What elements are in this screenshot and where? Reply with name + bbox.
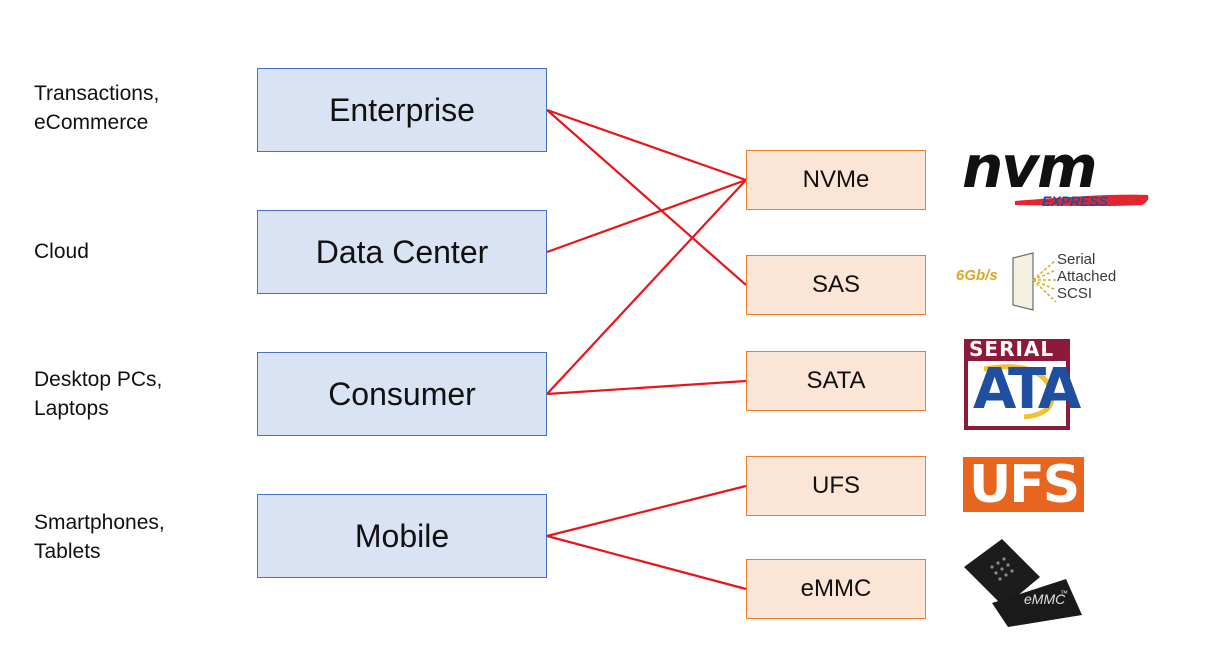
sas-logo-line1: Serial bbox=[1057, 251, 1096, 268]
nvm-express-logo-icon: nvm EXPRESS bbox=[960, 133, 1155, 218]
emmc-chip-tm: ™ bbox=[1060, 589, 1068, 598]
usecase-datacenter: Cloud bbox=[34, 240, 89, 263]
sata-logo-top: SERIAL bbox=[969, 337, 1055, 361]
ufs-logo-icon: UFS bbox=[963, 455, 1084, 515]
sas-logo-line3: SCSI bbox=[1057, 285, 1093, 302]
interface-sas: SAS bbox=[746, 255, 926, 315]
connector-mobile-ufs bbox=[546, 484, 747, 538]
segment-datacenter: Data Center bbox=[257, 210, 547, 294]
segment-mobile: Mobile bbox=[257, 494, 547, 578]
interface-nvme: NVMe bbox=[746, 150, 926, 210]
serial-attached-scsi-logo-icon: 6Gb/s Serial Attached SCSI bbox=[953, 250, 1133, 315]
sas-logo-line2: Attached bbox=[1057, 268, 1117, 285]
ufs-logo-text: UFS bbox=[969, 455, 1080, 515]
connector-enterprise-sas bbox=[546, 109, 747, 286]
emmc-chip-icon: eMMC ™ bbox=[962, 537, 1084, 629]
connector-mobile-emmc bbox=[546, 534, 747, 591]
sas-logo-speed: 6Gb/s bbox=[956, 267, 998, 284]
emmc-chip-text: eMMC bbox=[1024, 591, 1066, 607]
interface-emmc: eMMC bbox=[746, 559, 926, 619]
connector-consumer-nvme bbox=[546, 179, 747, 395]
usecase-mobile: Smartphones, Tablets bbox=[34, 511, 165, 563]
nvm-logo-express: EXPRESS bbox=[1042, 193, 1109, 209]
segment-consumer: Consumer bbox=[257, 352, 547, 436]
nvm-logo-word: nvm bbox=[962, 133, 1098, 201]
interface-ufs: UFS bbox=[746, 456, 926, 516]
usecase-enterprise: Transactions, eCommerce bbox=[34, 82, 160, 134]
interface-sata: SATA bbox=[746, 351, 926, 411]
connector-enterprise-nvme bbox=[546, 108, 747, 182]
serial-ata-logo-icon: SERIAL ATA bbox=[964, 337, 1081, 430]
connector-datacenter-nvme bbox=[546, 178, 747, 254]
segment-enterprise: Enterprise bbox=[257, 68, 547, 152]
usecase-consumer: Desktop PCs, Laptops bbox=[34, 368, 163, 420]
connector-consumer-sata bbox=[546, 379, 747, 396]
sata-logo-main: ATA bbox=[973, 357, 1081, 422]
